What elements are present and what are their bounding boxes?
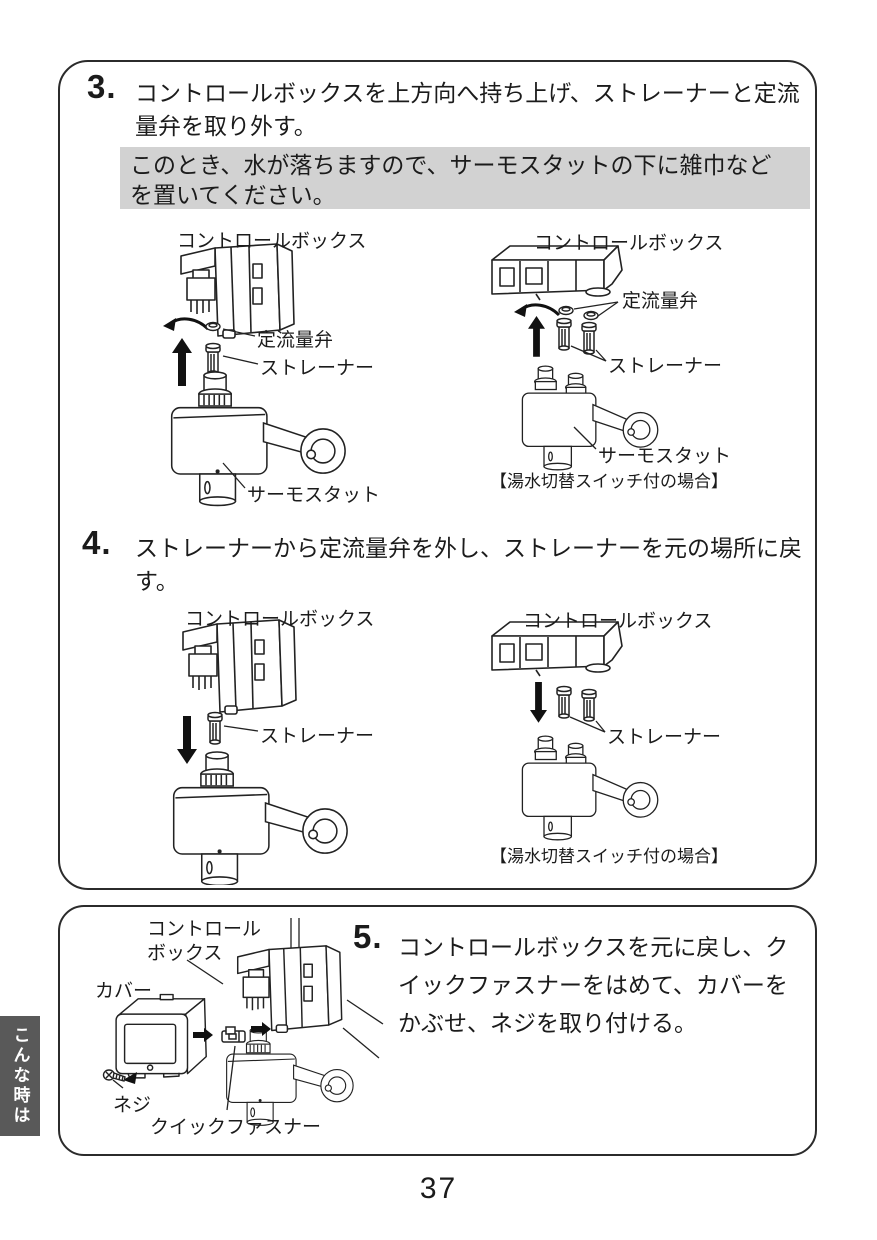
step3-number: 3. xyxy=(87,68,117,105)
label-cover: カバー xyxy=(95,981,153,1002)
strainer-art xyxy=(556,317,572,351)
strainer-art xyxy=(581,688,597,722)
label-strainer: ストレーナー xyxy=(260,726,375,747)
section-tab: こんな時は xyxy=(0,1016,40,1136)
caption-switch-model: 【湯水切替スイッチ付の場合】 xyxy=(490,472,728,491)
label-control-box: コントロールボックス xyxy=(534,233,724,254)
step3-switch-illustration xyxy=(491,245,659,471)
step4-text: ストレーナーから定流量弁を外し、ストレーナーを元の場所に戻す。 xyxy=(135,535,802,594)
label-control-box: コントロールボックス xyxy=(523,611,713,632)
page-number: 37 xyxy=(419,1172,458,1205)
step5-text: コントロールボックスを元に戻し、クイックファスナーをはめて、カバーをかぶせ、ネジ… xyxy=(398,934,789,1036)
label-strainer: ストレーナー xyxy=(260,358,375,379)
flow-valve-art xyxy=(583,310,599,321)
thermostat-art xyxy=(226,1027,354,1126)
step4-number: 4. xyxy=(82,524,112,561)
diagram-step3-switch: コントロールボックス 定流量弁 ストレーナー サーモスタット 【湯水切替スイッチ… xyxy=(450,222,810,518)
label-control-box: コントロール ボックス xyxy=(147,919,262,964)
label-flow-valve: 定流量弁 xyxy=(257,330,334,351)
flow-valve-art xyxy=(558,305,574,316)
label-strainer: ストレーナー xyxy=(608,356,723,377)
step4-standard-illustration xyxy=(172,619,348,885)
quick-fastener-art xyxy=(221,1026,246,1043)
up-arrow-icon xyxy=(172,338,192,386)
thermostat-art xyxy=(521,735,659,841)
label-thermostat: サーモスタット xyxy=(598,446,732,467)
caution-note: このとき、水が落ちますので、サーモスタットの下に雑巾などを置いてください。 xyxy=(120,147,810,209)
label-thermostat: サーモスタット xyxy=(247,485,381,506)
up-arrow-icon xyxy=(528,316,545,357)
diagram-step3-standard: コントロールボックス 定流量弁 ストレーナー サーモスタット xyxy=(125,222,445,516)
strainer-art xyxy=(207,711,223,745)
down-arrow-icon xyxy=(177,716,197,764)
step4-switch-illustration xyxy=(491,621,659,841)
strainer-art xyxy=(581,321,597,355)
step5-number: 5. xyxy=(353,918,383,955)
diagram-step5-reassembly: コントロール ボックス カバー ネジ クイックファスナー xyxy=(75,912,405,1152)
label-control-box: コントロールボックス xyxy=(185,609,375,630)
strainer-art xyxy=(556,685,572,719)
step3-text: コントロールボックスを上方向へ持ち上げ、ストレーナーと定流量弁を取り外す。 xyxy=(135,80,800,139)
step5-illustration xyxy=(102,918,384,1126)
flow-valve-art xyxy=(205,321,221,332)
control-box-art xyxy=(182,619,297,715)
label-control-box: コントロールボックス xyxy=(177,231,367,252)
caution-note-text: このとき、水が落ちますので、サーモスタットの下に雑巾などを置いてください。 xyxy=(130,152,772,208)
thermostat-art xyxy=(172,751,348,885)
strainer-art xyxy=(205,342,221,376)
caption-switch-model: 【湯水切替スイッチ付の場合】 xyxy=(490,847,728,866)
label-strainer: ストレーナー xyxy=(607,727,722,748)
label-screw: ネジ xyxy=(113,1095,152,1116)
label-flow-valve: 定流量弁 xyxy=(622,291,699,312)
rotate-arrow-icon xyxy=(512,302,561,319)
step3-standard-illustration xyxy=(161,243,346,507)
diagram-step4-standard: コントロールボックス ストレーナー xyxy=(125,600,445,885)
cover-art xyxy=(115,993,207,1079)
rotate-arrow-icon xyxy=(161,316,210,333)
down-arrow-icon xyxy=(530,682,547,723)
diagram-step4-switch: コントロールボックス ストレーナー 【湯水切替スイッチ付の場合】 xyxy=(450,600,810,885)
small-arrow-icon xyxy=(123,1072,137,1084)
label-quick-fastener: クイックファスナー xyxy=(150,1117,322,1138)
control-box-art xyxy=(180,243,295,339)
